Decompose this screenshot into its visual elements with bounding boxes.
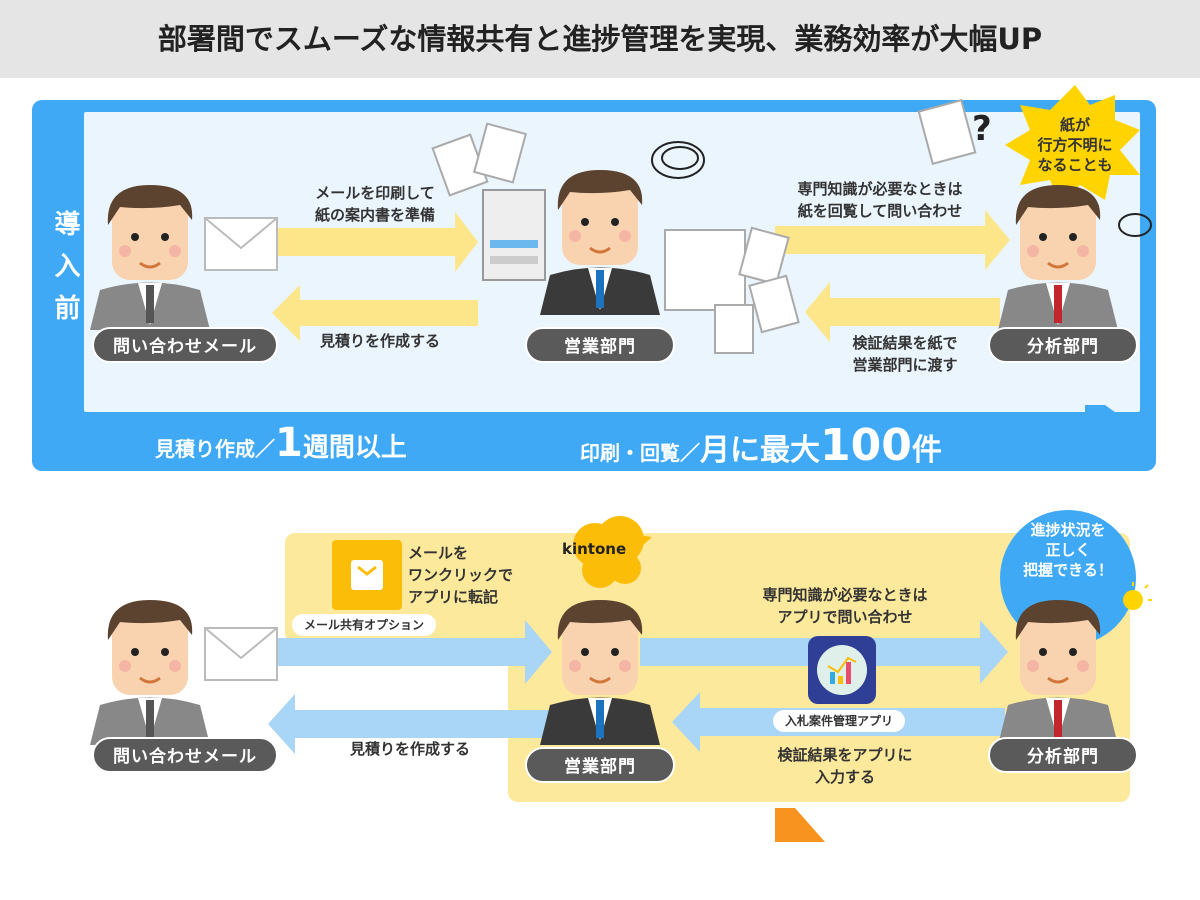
arrow-right-mail: [278, 620, 552, 684]
analysis-dept-label-after: 分析部門: [988, 737, 1138, 773]
inquiry-text: 専門知識が必要なときは 紙を回覧して問い合わせ: [797, 180, 963, 220]
before-estimate-stat: 見積り作成／1週間以上: [155, 420, 407, 466]
timeline-arrow-tip-after: [775, 808, 825, 842]
kintone-logo-cloud: [573, 516, 652, 588]
alert-burst: [1005, 85, 1140, 205]
lightbulb-icon: [1123, 582, 1152, 610]
envelope-icon: [204, 217, 278, 271]
envelope-icon-after: [204, 627, 278, 681]
mail-transfer-text: メールを ワンクリックで アプリに転記: [408, 544, 514, 606]
person-customer: [90, 185, 210, 330]
timeline-arrow-tip: [1085, 405, 1140, 430]
print-mail-text: メールを印刷して 紙の案内書を準備: [314, 184, 435, 224]
mail-share-option-tag: メール共有オプション: [292, 614, 437, 636]
progress-text: 進捗状況を 正しく 把握できる！: [1023, 521, 1113, 579]
result-text: 検証結果を紙で 営業部門に渡す: [852, 334, 958, 374]
after-print-stat: 印刷・回覧／ほぼ0件: [470, 826, 708, 872]
after-label: 導入後: [50, 615, 80, 741]
bid-management-app-icon: [808, 636, 876, 704]
mail-share-app-icon: [332, 540, 402, 610]
person-analyst-after: [998, 600, 1118, 745]
arrow-left-result: [805, 282, 1000, 342]
page-title: 部署間でスムーズな情報共有と進捗管理を実現、業務効率が大幅UP: [0, 0, 1200, 78]
sales-dept-label-after: 営業部門: [525, 747, 675, 783]
before-print-stat: 印刷・回覧／月に最大100件: [580, 420, 942, 471]
customer-label: 問い合わせメール: [92, 327, 278, 363]
kintone-logo-text: kintone: [562, 540, 627, 558]
estimate-text-after: 見積りを作成する: [349, 740, 470, 758]
result-app-text: 検証結果をアプリに 入力する: [777, 746, 913, 786]
arrow-right-inquiry: [775, 210, 1010, 270]
customer-label-after: 問い合わせメール: [92, 737, 278, 773]
person-analyst: [998, 185, 1118, 330]
estimate-text: 見積りを作成する: [319, 332, 440, 350]
printer-icon: [482, 189, 546, 281]
sales-dept-label: 営業部門: [525, 327, 675, 363]
person-sales-after: [540, 600, 660, 745]
arrow-right-print: [278, 212, 478, 272]
paper-stack-icon: [431, 99, 977, 354]
worry-scribble-icon: [651, 141, 1152, 237]
arrow-left-estimate: [272, 285, 478, 341]
person-sales: [540, 170, 660, 315]
analysis-dept-label: 分析部門: [988, 327, 1138, 363]
inquiry-app-text: 専門知識が必要なときは アプリで問い合わせ: [762, 586, 928, 626]
before-label: 導入前: [50, 210, 80, 336]
question-mark: ?: [972, 109, 992, 149]
after-estimate-stat: 見積り作成／最長で3日: [118, 826, 386, 872]
bid-app-tag: 入札案件管理アプリ: [773, 710, 906, 732]
lost-paper-text: 紙が 行方不明に なることも: [1037, 116, 1113, 174]
person-customer-after: [90, 600, 210, 745]
arrow-left-estimate-after: [268, 694, 560, 754]
